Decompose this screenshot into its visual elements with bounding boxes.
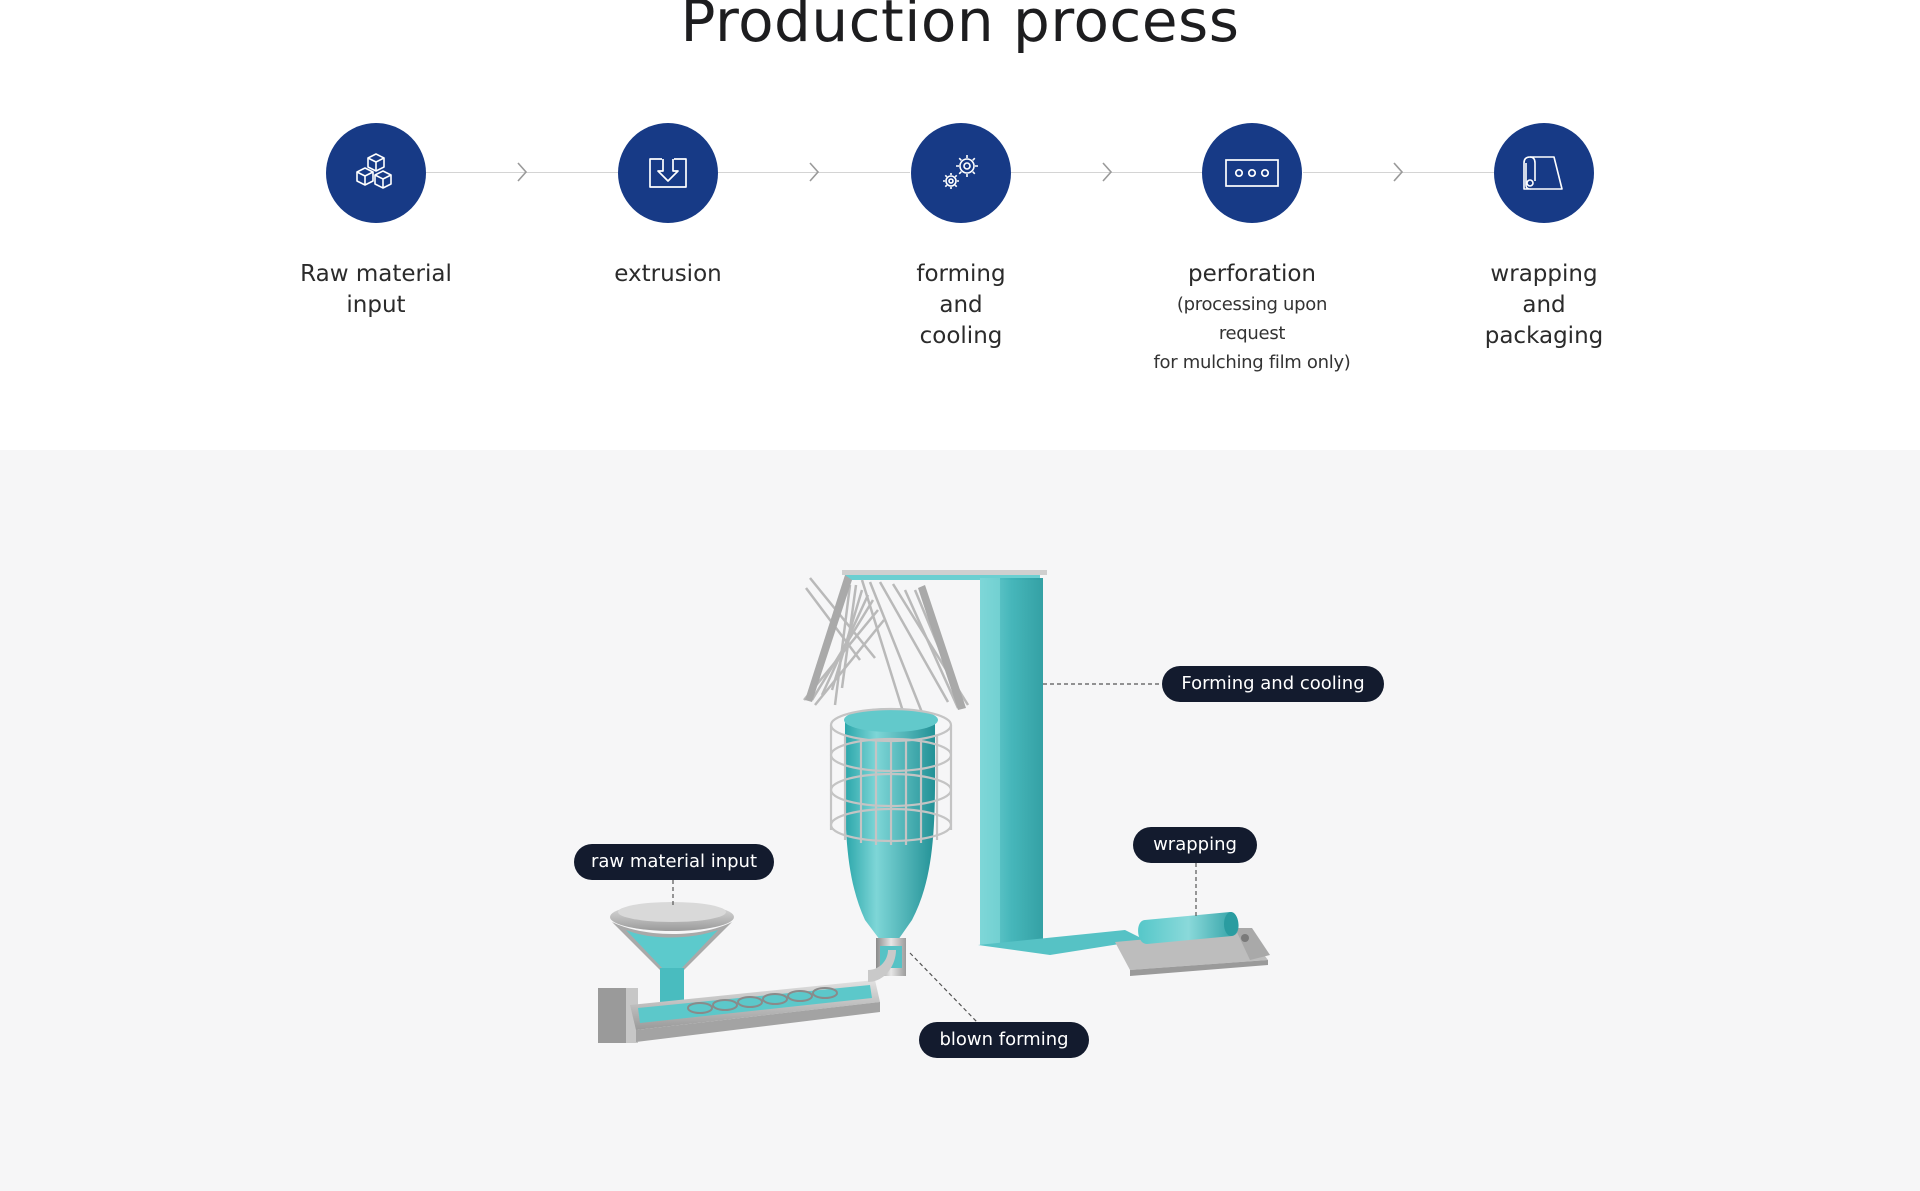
step-label: Raw material input xyxy=(300,261,452,318)
cubes-icon xyxy=(356,153,392,189)
extrusion-icon xyxy=(649,158,687,188)
leader-lines xyxy=(672,683,1197,1023)
step-circle xyxy=(326,123,426,223)
film-roll-icon xyxy=(1523,156,1563,190)
step-connector xyxy=(1010,172,1203,173)
wrapping-roller xyxy=(1115,912,1270,976)
step-wrapping-packaging: wrapping and packaging xyxy=(1434,123,1654,352)
step-connector xyxy=(1303,172,1494,173)
step-circle xyxy=(1494,123,1594,223)
label-blown-forming: blown forming xyxy=(919,1022,1089,1058)
chevron-right-icon xyxy=(1393,162,1404,182)
step-raw-material: Raw material input xyxy=(266,123,486,321)
step-note: (processing upon request for mulching fi… xyxy=(1153,294,1351,373)
step-label: extrusion xyxy=(614,261,722,287)
label-raw-material-input: raw material input xyxy=(574,844,774,880)
step-label: forming and cooling xyxy=(916,261,1006,349)
chevron-right-icon xyxy=(517,162,528,182)
extruder-barrel xyxy=(598,950,896,1043)
chevron-right-icon xyxy=(809,162,820,182)
production-line-illustration xyxy=(598,570,1270,1043)
step-connector xyxy=(426,172,618,173)
production-diagram-section: Forming and cooling wrapping raw materia… xyxy=(0,450,1920,1191)
step-forming-cooling: forming and cooling xyxy=(851,123,1071,352)
step-circle xyxy=(618,123,718,223)
hopper xyxy=(610,902,734,1002)
bubble-cage xyxy=(829,707,953,976)
page-title: Production process xyxy=(680,0,1240,55)
label-wrapping: wrapping xyxy=(1133,827,1257,863)
step-extrusion: extrusion xyxy=(558,123,778,290)
step-perforation: perforation (processing upon request for… xyxy=(1142,123,1362,377)
process-steps: Raw material input extrusion forming and… xyxy=(0,0,1920,450)
film-sheet xyxy=(842,570,1145,955)
step-connector xyxy=(718,172,910,173)
perforated-strip-icon xyxy=(1225,159,1279,187)
chevron-right-icon xyxy=(1102,162,1113,182)
step-circle xyxy=(911,123,1011,223)
gears-icon xyxy=(943,155,978,189)
step-label: perforation xyxy=(1188,261,1316,287)
step-circle xyxy=(1202,123,1302,223)
label-forming-cooling: Forming and cooling xyxy=(1162,666,1384,702)
step-label: wrapping and packaging xyxy=(1484,261,1604,349)
